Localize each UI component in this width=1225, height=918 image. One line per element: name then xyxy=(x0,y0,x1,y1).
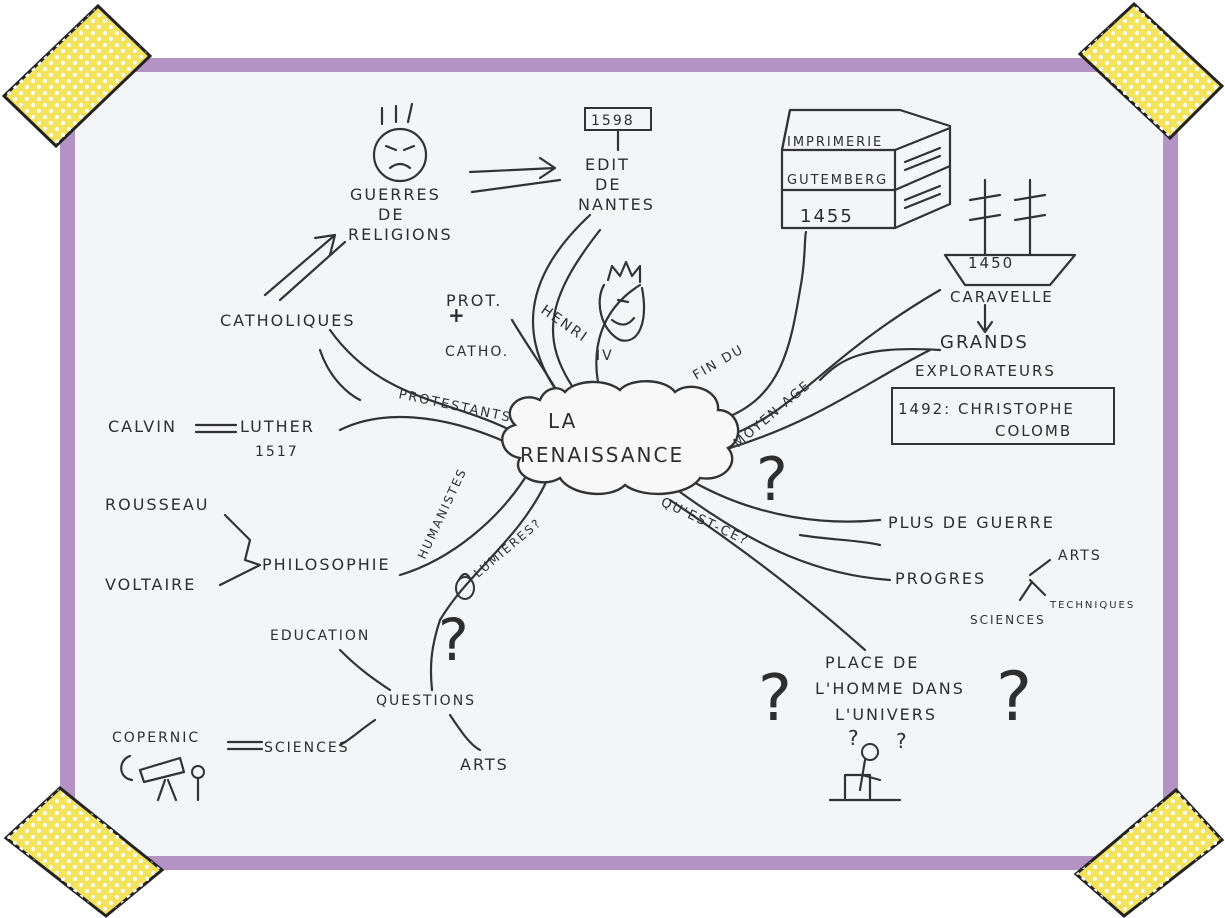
imprimerie-year: 1455 xyxy=(800,206,854,227)
techniques-label: TECHNIQUES xyxy=(1049,600,1135,611)
guerres-line1: GUERRES xyxy=(350,185,441,204)
branch-explorateurs xyxy=(728,348,932,450)
voltaire-label: VOLTAIRE xyxy=(105,575,196,594)
colomb-box xyxy=(891,387,1115,445)
arts-right-label: ARTS xyxy=(1058,548,1102,564)
branch-henri-b xyxy=(551,228,602,394)
padlock-icon xyxy=(455,572,475,600)
branch-protestants-a xyxy=(328,328,512,432)
place-line2: L'HOMME DANS xyxy=(815,679,965,698)
branch-explorateurs-b xyxy=(818,347,942,382)
center-line1: LA xyxy=(548,409,577,433)
prot-label: PROT. xyxy=(446,291,502,310)
arts-bottom-label: ARTS xyxy=(460,755,509,774)
thinker-drawing xyxy=(828,743,902,802)
caravelle-label: CARAVELLE xyxy=(950,288,1054,306)
edit-line2: DE xyxy=(595,175,621,194)
caravelle-drawing xyxy=(943,178,1077,287)
king-henri-drawing xyxy=(598,260,646,342)
branch-protestants-b xyxy=(338,415,512,446)
center-line2: RENAISSANCE xyxy=(520,443,684,467)
plus-sign-icon: + xyxy=(448,303,467,327)
edit-line3: NANTES xyxy=(578,195,655,214)
tape-bottom-right xyxy=(1073,787,1225,918)
branch-lines xyxy=(194,156,1052,752)
branch-henri-c xyxy=(595,283,642,394)
sciences-right-label: SCIENCES xyxy=(970,613,1046,627)
branch-philosophie xyxy=(398,468,532,577)
question-mark-icon-right: ? xyxy=(756,445,790,515)
arrow-catholiques-guerres-b xyxy=(278,240,347,302)
place-line1: PLACE DE xyxy=(825,653,919,672)
branch-place xyxy=(668,498,867,652)
arrow-guerres-edit-b xyxy=(470,178,562,194)
henri-roman: IV xyxy=(596,348,614,364)
arrow-caravelle-grands xyxy=(976,303,994,334)
branch-education xyxy=(338,648,392,692)
imprimerie-label: IMPRIMERIE xyxy=(787,135,883,150)
question-mark-icon-thinker-b: ? xyxy=(896,729,909,753)
branch-questions-b xyxy=(429,618,442,692)
arrow-catholiques-guerres-a xyxy=(263,233,337,297)
question-mark-icon-thinker-a: ? xyxy=(848,726,861,750)
branch-imprimerie-a xyxy=(718,230,808,422)
book-stack-drawing xyxy=(780,108,952,230)
plus-de-guerre-label: PLUS DE GUERRE xyxy=(888,513,1055,532)
tape-bottom-left xyxy=(3,786,165,918)
question-mark-icon-bottom-right: ? xyxy=(996,658,1034,737)
education-label: EDUCATION xyxy=(270,628,370,644)
luther-year: 1517 xyxy=(255,444,299,460)
brace-progres xyxy=(1018,558,1052,602)
sciences-label: SCIENCES xyxy=(264,740,350,756)
edit-year: 1598 xyxy=(591,113,635,129)
branch-arts xyxy=(448,713,482,752)
edit-year-sign xyxy=(584,107,652,152)
central-cloud xyxy=(501,380,740,496)
edit-line1: EDIT xyxy=(585,155,630,174)
copernic-label: COPERNIC xyxy=(112,730,200,746)
explorateurs-label: EXPLORATEURS xyxy=(915,362,1056,380)
questions-label: QUESTIONS xyxy=(376,693,476,709)
branch-catholiques xyxy=(318,348,362,402)
equals-calvin-luther xyxy=(194,423,238,434)
branch-guerre xyxy=(688,478,882,523)
calvin-label: CALVIN xyxy=(108,417,177,436)
catholiques-label: CATHOLIQUES xyxy=(220,311,355,330)
branch-guerre-b xyxy=(798,533,882,547)
tape-top-right xyxy=(1077,1,1225,141)
guerres-line3: RELIGIONS xyxy=(348,225,453,244)
question-mark-icon-bottom-left: ? xyxy=(758,662,794,736)
catho-label: CATHO. xyxy=(445,344,509,360)
luther-label: LUTHER xyxy=(240,417,315,436)
telescope-drawing xyxy=(120,754,205,802)
arrow-guerres-edit-a xyxy=(468,156,557,180)
caravelle-year: 1450 xyxy=(968,254,1014,272)
question-mark-icon-left: ? xyxy=(438,606,471,674)
angry-face-icon xyxy=(372,102,428,183)
brace-philosophie xyxy=(218,513,262,587)
place-line3: L'UNIVERS xyxy=(835,705,937,724)
branch-progres xyxy=(678,490,892,582)
tape-top-left xyxy=(1,3,153,149)
philosophie-label: PHILOSOPHIE xyxy=(262,555,391,574)
rousseau-label: ROUSSEAU xyxy=(105,495,210,514)
equals-copernic-sciences xyxy=(226,740,264,751)
grands-label: GRANDS xyxy=(940,332,1029,353)
branch-sciences xyxy=(338,718,377,747)
colomb-line1: 1492: CHRISTOPHE xyxy=(898,400,1075,418)
gutemberg-label: GUTEMBERG xyxy=(787,173,888,188)
branch-questions-a xyxy=(438,476,550,622)
branch-caravelle xyxy=(722,288,942,440)
guerres-line2: DE xyxy=(378,205,404,224)
colomb-line2: COLOMB xyxy=(995,422,1072,440)
progres-label: PROGRES xyxy=(895,569,986,588)
